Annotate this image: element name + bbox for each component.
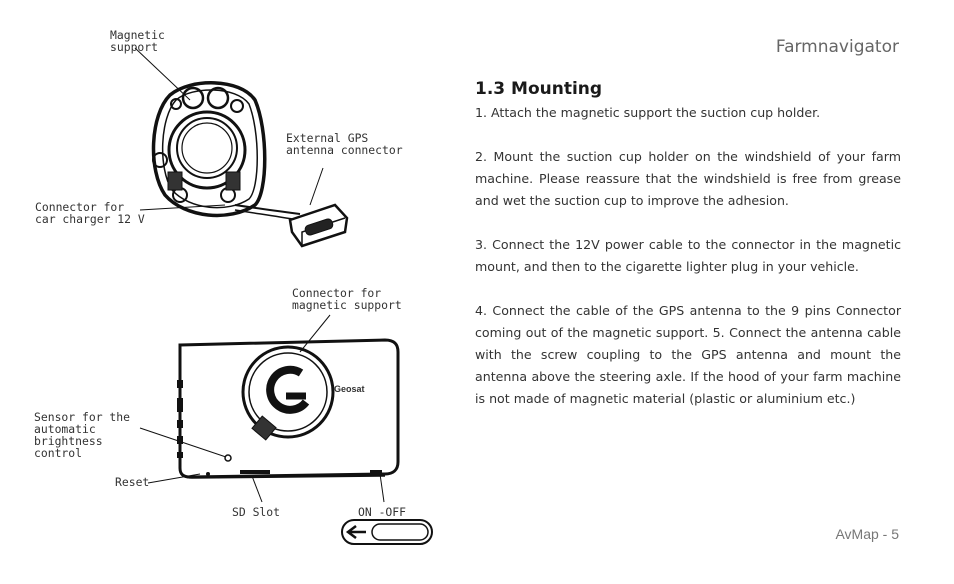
label-car-charger-connector: Connector for car charger 12 V — [35, 200, 145, 226]
page-header-brand: Farmnavigator — [775, 37, 899, 57]
label-on-off: ON -OFF — [358, 505, 407, 519]
label-brightness-sensor: Sensor for the automatic brightness cont… — [34, 410, 131, 460]
mounting-section: 1.3 Mounting 1. Attach the magnetic supp… — [475, 78, 901, 410]
label-external-gps-connector: External GPS antenna connector — [286, 131, 403, 157]
step-1: 1. Attach the magnetic support the sucti… — [475, 105, 821, 120]
step-3: 3. Connect the 12V power cable to the co… — [475, 237, 901, 274]
step-2: 2. Mount the suction cup holder on the w… — [475, 149, 901, 208]
page-number: AvMap - 5 — [835, 526, 899, 542]
mounting-diagrams — [134, 47, 433, 545]
label-magnetic-support: Magnetic support — [110, 28, 165, 54]
label-connector-magnetic-support: Connector for magnetic support — [292, 286, 402, 312]
label-sd-slot: SD Slot — [232, 505, 281, 519]
step-4: 4. Connect the cable of the GPS antenna … — [475, 303, 901, 406]
label-reset: Reset — [115, 475, 150, 489]
device-logo: Geosat — [334, 384, 365, 394]
device-illustration — [139, 314, 433, 545]
magnetic-support-illustration — [134, 47, 349, 248]
section-title: 1.3 Mounting — [475, 79, 603, 99]
